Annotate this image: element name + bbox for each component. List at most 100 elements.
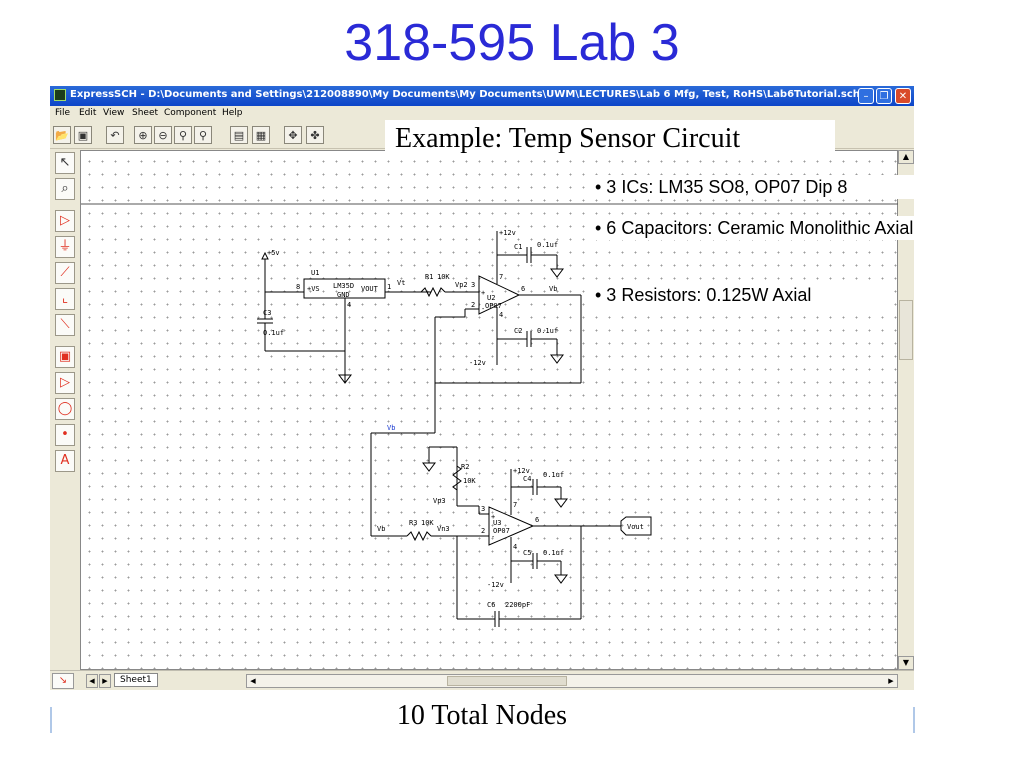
place-pin-icon[interactable]: • (55, 424, 75, 446)
u3-pin4: 4 (513, 543, 517, 551)
hscroll-thumb[interactable] (447, 676, 567, 686)
menu-component[interactable]: Component (164, 108, 217, 118)
scroll-down-icon[interactable]: ▼ (898, 656, 914, 670)
tab-next-icon[interactable]: ▶ (99, 674, 111, 688)
zoom-select-icon[interactable]: ⌕ (55, 178, 75, 200)
r3-resistor (406, 530, 432, 542)
zoom-area-icon[interactable]: ⚲ (194, 126, 212, 144)
draw-wire-icon[interactable]: ⟋ (55, 262, 75, 284)
place-buffer-icon[interactable]: ▷ (55, 372, 75, 394)
footer-left-divider (50, 707, 52, 733)
menu-help[interactable]: Help (222, 108, 243, 118)
u2-pin7: 7 (499, 273, 503, 281)
undo-icon[interactable]: ↶ (106, 126, 124, 144)
u2-pin3: 3 (471, 281, 475, 289)
move-group-icon[interactable]: ✤ (306, 126, 324, 144)
net-vt: Vt (397, 279, 405, 287)
minimize-button[interactable]: – (858, 88, 874, 104)
net-vp3: Vp3 (433, 497, 446, 505)
place-circle-icon[interactable]: ◯ (55, 398, 75, 420)
c1-ref: C1 (514, 243, 522, 251)
net-vb-low: Vb (377, 525, 385, 533)
place-text-icon[interactable]: A (55, 450, 75, 472)
net-vb-mid: Vb (387, 424, 395, 432)
u2-opamp (478, 275, 521, 315)
app-icon (54, 89, 66, 101)
u1-part: LM35D (333, 282, 354, 290)
sheet-tabs-bar: ↘ ◀ ▶ Sheet1 ◀ ▶ (50, 670, 914, 690)
ruler-icon[interactable]: ↘ (52, 673, 74, 689)
u2-ref: U2 (487, 294, 495, 302)
u2-pin2: 2 (471, 301, 475, 309)
net-vout: Vout (627, 523, 644, 531)
u1-ref: U1 (311, 269, 319, 277)
c3-value: 0.1uf (263, 329, 284, 337)
footer-right-divider (913, 707, 915, 733)
move-icon[interactable]: ✥ (284, 126, 302, 144)
c3-ref: C3 (263, 309, 271, 317)
c5-value: 0.1uf (543, 549, 564, 557)
close-button[interactable]: ✕ (895, 88, 911, 104)
save-icon[interactable]: ▣ (74, 126, 92, 144)
r1-value: 10K (437, 273, 450, 281)
ground-symbol-u1 (338, 374, 352, 384)
menu-edit[interactable]: Edit (79, 108, 97, 118)
component-icon[interactable]: ▦ (252, 126, 270, 144)
c4-ref: C4 (523, 475, 531, 483)
u1-pin-gnd: GND (337, 291, 350, 299)
u1-pin-1: 1 (387, 283, 391, 291)
hscroll-left-icon[interactable]: ◀ (250, 677, 256, 685)
u3-minus: - (491, 533, 495, 541)
draw-diagonal-icon[interactable]: ⟍ (55, 314, 75, 336)
u1-pin-vout: VOUT (361, 285, 379, 293)
net-plus12-a: +12v (499, 229, 516, 237)
c2-value: 0.1uf (537, 327, 558, 335)
open-folder-icon[interactable]: 📂 (53, 126, 71, 144)
u2-part: OP07 (485, 302, 502, 310)
net-plus12-b: +12v (513, 467, 530, 475)
window-title: ExpressSCH - D:\Documents and Settings\2… (70, 89, 860, 100)
c5-ref: C5 (523, 549, 531, 557)
net-plus5: +5v (267, 249, 280, 257)
zoom-fit-icon[interactable]: ⚲ (174, 126, 192, 144)
r2-value: 10K (463, 477, 476, 485)
slide-title: 318-595 Lab 3 (344, 14, 680, 72)
draw-corner-icon[interactable]: ⌞ (55, 288, 75, 310)
u3-ref: U3 (493, 519, 501, 527)
r1-ref: R1 (425, 273, 433, 281)
c6-ref: C6 (487, 601, 495, 609)
select-arrow-icon[interactable]: ↖ (55, 152, 75, 174)
hscroll-right-icon[interactable]: ▶ (888, 677, 894, 685)
properties-icon[interactable]: ▤ (230, 126, 248, 144)
bullet-ics: • 3 ICs: LM35 SO8, OP07 Dip 8 (595, 175, 925, 199)
r1-resistor (420, 286, 446, 298)
menu-view[interactable]: View (103, 108, 125, 118)
r3-ref: R3 (409, 519, 417, 527)
zoom-in-icon[interactable]: ⊕ (134, 126, 152, 144)
u1-pin-8: 8 (296, 283, 300, 291)
zoom-out-icon[interactable]: ⊖ (154, 126, 172, 144)
u3-pin7: 7 (513, 501, 517, 509)
footer-text: 10 Total Nodes (396, 700, 568, 731)
tab-prev-icon[interactable]: ◀ (86, 674, 98, 688)
vertical-scrollbar[interactable]: ▲ ▼ (898, 150, 914, 670)
u2-pin4: 4 (499, 311, 503, 319)
menu-file[interactable]: File (55, 108, 71, 118)
u2-pin6: 6 (521, 285, 525, 293)
place-ground-icon[interactable]: ⏚ (55, 236, 75, 258)
maximize-button[interactable]: ❐ (876, 88, 892, 104)
u3-pin3: 3 (481, 505, 485, 513)
horizontal-scrollbar[interactable]: ◀ ▶ (246, 674, 898, 688)
bullet-capacitors: • 6 Capacitors: Ceramic Monolithic Axial (595, 216, 965, 240)
window-titlebar[interactable]: ExpressSCH - D:\Documents and Settings\2… (50, 86, 914, 106)
place-chip-icon[interactable]: ▣ (55, 346, 75, 368)
place-opamp-icon[interactable]: ▷ (55, 210, 75, 232)
scroll-thumb[interactable] (899, 300, 913, 360)
sheet-tab[interactable]: Sheet1 (114, 673, 158, 687)
net-vb-top: Vb (549, 285, 557, 293)
net-minus12-b: -12v (487, 581, 504, 589)
menu-sheet[interactable]: Sheet (132, 108, 159, 118)
u2-minus: - (481, 305, 485, 313)
scroll-up-icon[interactable]: ▲ (898, 150, 914, 164)
net-minus12-a: -12v (469, 359, 486, 367)
